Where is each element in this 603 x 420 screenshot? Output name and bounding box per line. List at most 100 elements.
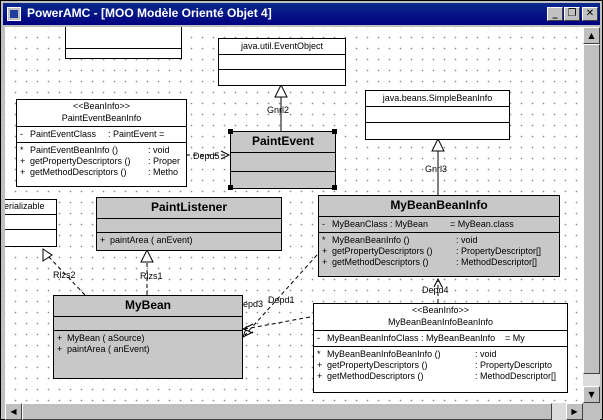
class-paint-event-bean-info-header: <<BeanInfo>> PaintEventBeanInfo: [17, 100, 186, 127]
realization-rlzs2[interactable]: [42, 248, 86, 296]
diagram-canvas[interactable]: java.util.EventObject java.beans.SimpleB…: [5, 27, 583, 403]
link-label-gnrl3: Gnrl3: [425, 164, 448, 174]
operation-row[interactable]: + getPropertyDescriptors () : Proper: [20, 156, 181, 166]
dependency-depd5[interactable]: [186, 150, 231, 160]
scroll-left-button[interactable]: ◀: [5, 403, 22, 420]
selection-handle[interactable]: [332, 185, 337, 190]
class-simple-bean-info-attributes: [366, 107, 509, 123]
scroll-up-button[interactable]: ▲: [583, 27, 600, 44]
stereotype-label: <<BeanInfo>>: [411, 305, 470, 315]
operation-row[interactable]: * PaintEventBeanInfo () : void: [20, 145, 170, 155]
vertical-scrollbar[interactable]: ▲ ▼: [583, 27, 600, 403]
generalization-gnrl3[interactable]: [431, 137, 445, 195]
class-serializable-operations: [5, 230, 56, 244]
class-event-object-attributes: [219, 55, 345, 70]
attribute-row[interactable]: - MyBeanBeanInfoClass : MyBeanBeanInfo =…: [317, 333, 525, 343]
class-simple-bean-info-header: java.beans.SimpleBeanInfo: [366, 91, 509, 107]
selection-handle[interactable]: [228, 185, 233, 190]
link-label-depd3: epd3: [243, 299, 264, 309]
class-my-bean-bean-info-header: MyBeanBeanInfo: [319, 196, 559, 217]
dependency-depd4[interactable]: [433, 277, 443, 303]
class-simple-bean-info[interactable]: java.beans.SimpleBeanInfo: [365, 90, 510, 140]
class-event-object-name: java.util.EventObject: [240, 41, 324, 51]
class-my-bean-bean-info[interactable]: MyBeanBeanInfo - MyBeanClass : MyBean = …: [318, 195, 560, 277]
class-paint-event-bean-info-operations: * PaintEventBeanInfo () : void + getProp…: [17, 143, 186, 180]
link-label-depd5: Depd5: [193, 151, 220, 161]
class-my-bean-operations: + MyBean ( aSource) + paintArea ( anEven…: [54, 331, 242, 357]
class-my-bean-bean-info-bean-info-name: MyBeanBeanInfoBeanInfo: [387, 317, 494, 327]
class-my-bean-attributes: [54, 317, 242, 331]
realization-rlzs1[interactable]: [140, 248, 154, 295]
link-label-gnrl2: Gnrl2: [267, 105, 290, 115]
attribute-row[interactable]: - PaintEventClass : PaintEvent =: [20, 129, 165, 139]
dependency-depd3[interactable]: [241, 316, 311, 334]
operation-row[interactable]: * MyBeanBeanInfoBeanInfo () : void: [317, 349, 497, 359]
class-event-object[interactable]: java.util.EventObject: [218, 38, 346, 86]
operation-row[interactable]: + MyBean ( aSource): [57, 333, 145, 343]
horizontal-scrollbar[interactable]: ◀ ▶: [5, 403, 583, 420]
scroll-down-button[interactable]: ▼: [583, 386, 600, 403]
class-paint-event-name: PaintEvent: [251, 134, 314, 148]
link-layer: [42, 83, 445, 339]
selection-handle[interactable]: [228, 129, 233, 134]
scrollbar-corner: [583, 403, 600, 420]
class-serializable[interactable]: erializable: [5, 199, 57, 247]
close-button[interactable]: ✕: [582, 7, 598, 21]
operation-row[interactable]: + getMethodDescriptors () : MethodDescri…: [317, 371, 557, 381]
class-my-bean[interactable]: MyBean + MyBean ( aSource) + paintArea (…: [53, 295, 243, 379]
class-my-bean-bean-info-operations: * MyBeanBeanInfo () : void + getProperty…: [319, 233, 559, 270]
attribute-row[interactable]: - MyBeanClass : MyBean = MyBean.class: [322, 219, 514, 229]
class-my-bean-bean-info-bean-info[interactable]: <<BeanInfo>> MyBeanBeanInfoBeanInfo - My…: [313, 303, 568, 393]
scroll-right-button[interactable]: ▶: [566, 403, 583, 420]
generalization-gnrl2[interactable]: [274, 83, 288, 131]
operation-row[interactable]: + getPropertyDescriptors () : PropertyDe…: [322, 246, 542, 256]
minimize-button[interactable]: _: [547, 7, 563, 21]
operation-row[interactable]: + getPropertyDescriptors () : PropertyDe…: [317, 360, 553, 370]
class-my-bean-bean-info-name: MyBeanBeanInfo: [390, 198, 488, 212]
class-paint-listener-attributes: [97, 219, 281, 233]
vertical-scroll-thumb[interactable]: [583, 44, 600, 374]
class-paint-listener-header: PaintListener: [97, 198, 281, 219]
class-top-partial-header: [66, 27, 181, 49]
link-label-rlzs1: Rlzs1: [140, 271, 163, 281]
window-title: PowerAMC - [MOO Modèle Orienté Objet 4]: [27, 6, 272, 20]
class-paint-event[interactable]: PaintEvent: [230, 131, 336, 189]
class-my-bean-bean-info-bean-info-operations: * MyBeanBeanInfoBeanInfo () : void + get…: [314, 347, 567, 384]
class-my-bean-bean-info-bean-info-attributes: - MyBeanBeanInfoClass : MyBeanBeanInfo =…: [314, 331, 567, 347]
link-label-rlzs2: Rlzs2: [53, 270, 76, 280]
class-event-object-operations: [219, 70, 345, 84]
class-paint-event-bean-info-name: PaintEventBeanInfo: [61, 113, 142, 123]
link-label-depd4: Depd4: [422, 285, 449, 295]
class-paint-listener-name: PaintListener: [150, 200, 228, 214]
class-event-object-header: java.util.EventObject: [219, 39, 345, 55]
class-serializable-header: erializable: [5, 200, 56, 215]
class-top-partial[interactable]: [65, 27, 182, 59]
class-my-bean-bean-info-bean-info-header: <<BeanInfo>> MyBeanBeanInfoBeanInfo: [314, 304, 567, 331]
class-simple-bean-info-operations: [366, 123, 509, 138]
restore-button[interactable]: ❐: [564, 7, 580, 21]
class-my-bean-header: MyBean: [54, 296, 242, 317]
link-label-depd1: Depd1: [268, 295, 295, 305]
class-paint-event-bean-info[interactable]: <<BeanInfo>> PaintEventBeanInfo - PaintE…: [16, 99, 187, 187]
operation-row[interactable]: * MyBeanBeanInfo () : void: [322, 235, 478, 245]
title-bar[interactable]: PowerAMC - [MOO Modèle Orienté Objet 4] …: [3, 3, 600, 25]
class-paint-listener[interactable]: PaintListener + paintArea ( anEvent): [96, 197, 282, 251]
operation-row[interactable]: + getMethodDescriptors () : Metho: [20, 167, 179, 177]
class-my-bean-name: MyBean: [124, 298, 171, 312]
horizontal-scroll-thumb[interactable]: [22, 403, 552, 420]
class-paint-event-operations: [231, 172, 335, 188]
class-paint-event-attributes: [231, 153, 335, 172]
class-my-bean-bean-info-attributes: - MyBeanClass : MyBean = MyBean.class: [319, 217, 559, 233]
app-icon[interactable]: [7, 7, 21, 21]
operation-row[interactable]: + getMethodDescriptors () : MethodDescri…: [322, 257, 538, 267]
class-simple-bean-info-name: java.beans.SimpleBeanInfo: [382, 93, 493, 103]
class-paint-listener-operations: + paintArea ( anEvent): [97, 233, 281, 248]
operation-row[interactable]: + paintArea ( anEvent): [100, 235, 193, 245]
operation-row[interactable]: + paintArea ( anEvent): [57, 344, 150, 354]
selection-handle[interactable]: [332, 129, 337, 134]
class-paint-event-bean-info-attributes: - PaintEventClass : PaintEvent =: [17, 127, 186, 143]
stereotype-label: <<BeanInfo>>: [72, 101, 131, 111]
class-paint-event-header: PaintEvent: [231, 132, 335, 153]
class-serializable-attributes: [5, 215, 56, 230]
